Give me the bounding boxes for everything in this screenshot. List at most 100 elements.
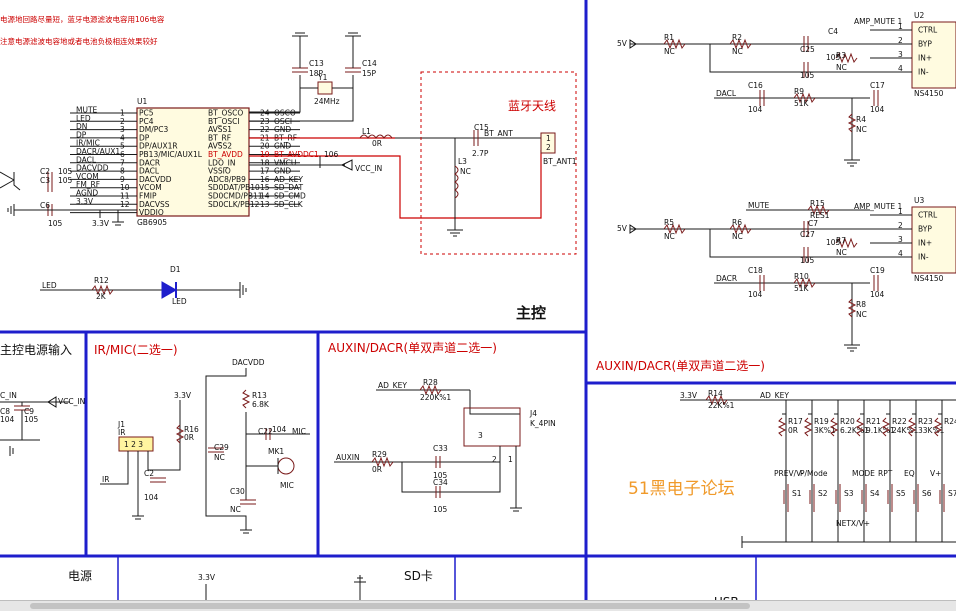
key-label: P/Mode [800, 469, 828, 478]
key-resistor-ref: R23 [918, 417, 933, 426]
key-label: V+ [930, 469, 941, 478]
c7-ref: C7 [808, 219, 818, 228]
c14-ref: C14 [362, 59, 377, 68]
svg-text:1: 1 [546, 134, 551, 143]
u1-right-net: OSCO [274, 109, 296, 118]
mute-net: MUTE [748, 201, 770, 210]
c3-ref: C3 [40, 176, 50, 185]
c17-val: 104 [870, 105, 885, 114]
scrollbar-thumb[interactable] [30, 603, 750, 609]
r6-ref: R6 [732, 218, 742, 227]
u1-pin-name: AVSS2 [208, 142, 232, 151]
key-column: R24V+S7 [930, 400, 956, 542]
key-resistor-ref: R19 [814, 417, 829, 426]
keys-adkey: AD_KEY [760, 391, 789, 400]
key-resistor-ref: R21 [866, 417, 881, 426]
key-switch: S5 [896, 489, 906, 498]
r28-ref: R28 [423, 378, 438, 387]
u1-pin-num: 6 [120, 150, 125, 159]
amp-pin-num: 4 [898, 64, 903, 73]
u1-ref: U1 [137, 97, 147, 106]
dacvdd-net: DACVDD [232, 358, 265, 367]
c33-ref: C33 [433, 444, 448, 453]
y1-ref: Y1 [317, 73, 328, 82]
u1-chip: U1 GB6905 PC51MUTEPC42LEDDM/PC33DNDP4DPD… [70, 97, 319, 227]
u1-left-net: DACVDD [76, 164, 109, 173]
u1-pin-name: SD0CLK/PB12 [208, 200, 260, 209]
u1-pin-name: PC4 [139, 117, 154, 126]
key-switch: S3 [844, 489, 854, 498]
mk1-label: MIC [280, 481, 294, 490]
u1-right-net: VMCU [274, 158, 296, 167]
u1-left-net: IR/MIC [76, 139, 100, 148]
r15-ref: R15 [810, 199, 825, 208]
amp-pin-name: IN+ [918, 54, 932, 63]
u1-pin-num: 2 [120, 117, 125, 126]
u1-pin-num: 15 [260, 183, 270, 192]
c27-ref: C27 [800, 230, 815, 239]
amp-part: NS4150 [914, 89, 944, 98]
c25-ref: C25 [800, 45, 815, 54]
cap-106: 106 [324, 150, 339, 159]
c22-val: 104 [272, 425, 287, 434]
ir-net: IR [102, 475, 109, 484]
r8-ref: R8 [856, 300, 866, 309]
key-resistor-ref: R24 [944, 417, 956, 426]
watermark: 51黑电子论坛 [628, 479, 735, 499]
aux-auxin: AUXIN [336, 453, 360, 462]
u1-pin-num: 10 [120, 183, 130, 192]
crystal-circuit: C13 18P C14 15P Y1 24MHz [249, 32, 377, 122]
bottom-33v: 3.3V [198, 573, 216, 582]
u1-right-net: GND [274, 142, 291, 151]
r7-ref: R7 [836, 236, 846, 245]
c30-ref: C30 [230, 487, 245, 496]
c15-ref: C15 [474, 123, 489, 132]
amp-pin-name: IN- [918, 68, 929, 77]
c3-val: 105 [58, 176, 73, 185]
bt-antenna-box [420, 71, 577, 255]
u1-right-net: GND [274, 167, 291, 176]
u1-pin-name: PB13/MIC/AUX1L [139, 150, 203, 159]
amp-pin-name: IN- [918, 253, 929, 262]
c34-val: 105 [433, 505, 448, 514]
u1-pin-num: 14 [260, 192, 270, 201]
key-switch: S4 [870, 489, 880, 498]
c2x-ref: C2 [144, 469, 154, 478]
bt-ant-conn: BT_ANT1 [543, 157, 577, 166]
j4-pin3: 3 [478, 431, 483, 440]
amp-mute-net: AMP_MUTE 1 [854, 17, 903, 26]
auxin-circuit: AD_KEY R28 220K%1 J4 K_4PIN 3 2 1 AUXIN … [334, 378, 556, 514]
u1-left-net: VCOM [76, 172, 99, 181]
rail-33-u1: 3.3V [92, 219, 110, 228]
note-line-2: 注意电源滤波电容地或者电池负极相连效果较好 [0, 36, 158, 46]
c15-val: 2.7P [472, 149, 489, 158]
amp-5v: 5V [617, 224, 628, 233]
key-matrix: 3.3V R14 22K%1 AD_KEY NETX/V+ R170RPREV/… [680, 389, 956, 548]
u1-pin-num: 17 [260, 167, 270, 176]
amp-mute-net: AMP_MUTE 1 [854, 202, 903, 211]
u1-left-net: LED [76, 114, 91, 123]
j4-pin2: 2 [492, 455, 497, 464]
u1-left-pins: PC51MUTEPC42LEDDM/PC33DNDP4DPDP/AUX1R5IR… [70, 106, 203, 217]
r5-val: NC [664, 232, 675, 241]
u1-left-net: DN [76, 122, 87, 131]
key-label: PREV/V- [774, 469, 804, 478]
section-auxin-mid: AUXIN/DACR(单双声道二选一) [328, 341, 497, 355]
j4-pin1: 1 [508, 455, 513, 464]
u1-pin-name: BT_RF [208, 133, 231, 142]
r2-ref: R2 [732, 33, 742, 42]
r16-val: 0R [184, 433, 194, 442]
r3-val: NC [836, 63, 847, 72]
u1-pin-name: DACL [139, 167, 160, 176]
u1-pin-num: 1 [120, 109, 125, 118]
c30-val: NC [230, 505, 241, 514]
r4-val: NC [856, 125, 867, 134]
u1-left-net: 3.3V [76, 197, 94, 206]
horizontal-scrollbar[interactable] [0, 600, 956, 611]
c34-ref: C34 [433, 478, 448, 487]
r12-ref: R12 [94, 276, 109, 285]
